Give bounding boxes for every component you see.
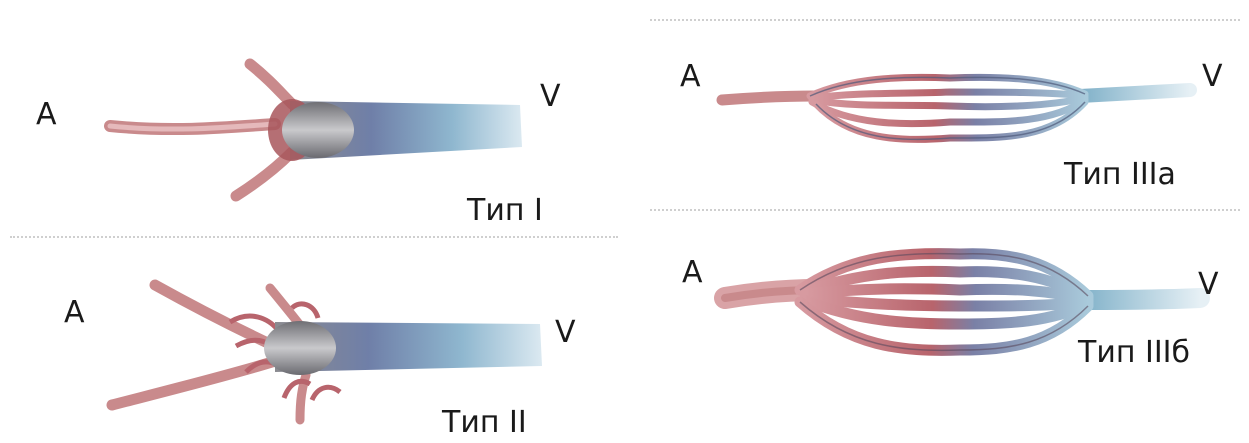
artery-label: A: [64, 298, 85, 328]
vein-label: V: [540, 82, 561, 112]
type-label: Тип II: [442, 408, 527, 438]
type-iiia-diagram: [722, 77, 1190, 139]
arteriole: [312, 387, 340, 400]
vein-label: V: [555, 318, 576, 348]
artery-label: A: [682, 258, 703, 288]
vein-label: V: [1198, 270, 1219, 300]
vein: [1080, 298, 1200, 300]
type-ii-diagram: [112, 285, 542, 420]
artery: [722, 96, 816, 100]
vein-sac: [264, 321, 336, 375]
type-label: Тип IIIб: [1078, 338, 1190, 368]
fistula-channel: [806, 298, 1088, 306]
type-label: Тип I: [467, 196, 543, 226]
artery-label: A: [680, 62, 701, 92]
artery-label: A: [36, 100, 57, 130]
vein-sac: [282, 102, 354, 158]
vein: [1080, 90, 1190, 96]
artery: [250, 64, 292, 104]
fistula-channel: [812, 92, 1085, 98]
vein-label: V: [1202, 62, 1223, 92]
type-i-diagram: [110, 64, 522, 196]
fistula-channel: [812, 98, 1085, 107]
type-label: Тип IIIa: [1064, 160, 1176, 190]
